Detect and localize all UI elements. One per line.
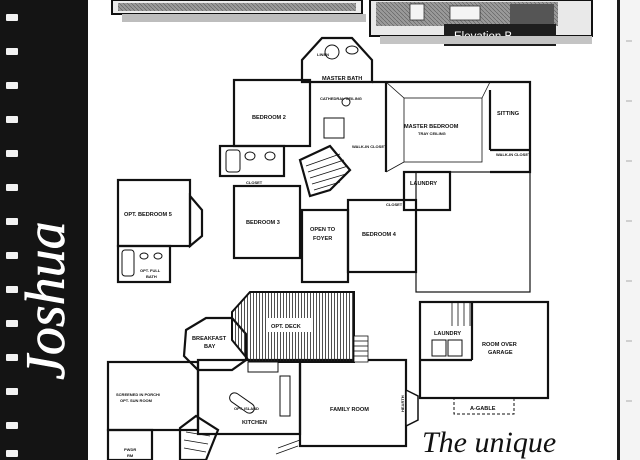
plan-name-script: Joshua: [15, 221, 78, 380]
label-laundry-garage: LAUNDRY: [434, 331, 461, 337]
binder-ring: [6, 450, 18, 457]
binder-ring: [6, 82, 18, 89]
label-laundry-upper: LAUNDRY: [410, 181, 437, 187]
label-master-bedroom: MASTER BEDROOM: [404, 124, 459, 130]
elevation-a-thumbnail: [111, 0, 366, 22]
label-garage: GARAGE: [488, 350, 513, 356]
bath-fixtures: [225, 44, 359, 173]
label-closet-a: CLOSET: [246, 180, 263, 185]
binder-ring: [6, 252, 18, 259]
label-a-gable: A-GABLE: [470, 406, 496, 412]
gable-outline: [453, 397, 515, 415]
binder-ring: [6, 422, 18, 429]
floor-plan-sheet: Elevation B: [106, 0, 593, 460]
label-opt-deck: OPT. DECK: [271, 324, 301, 330]
second-floor-walls: [218, 36, 532, 293]
binder-ring: [6, 388, 18, 395]
label-linen: LINEN: [317, 52, 329, 57]
label-bedroom-3: BEDROOM 3: [246, 220, 280, 226]
label-hearth: HEARTH: [400, 395, 405, 412]
kitchen-fixtures: [229, 361, 291, 417]
binder-ring: [6, 116, 18, 123]
deck-stairs: [353, 335, 369, 363]
lower-stair-treads: [183, 431, 301, 455]
binder-ring: [6, 150, 18, 157]
label-opt-bath: BATH: [146, 274, 157, 279]
binder-ring: [6, 48, 18, 55]
label-foyer: FOYER: [313, 236, 332, 242]
tagline: The unique: [422, 426, 556, 459]
stair-treads: [305, 153, 349, 191]
label-island: OPT. ISLAND: [234, 406, 259, 411]
label-bedroom-4: BEDROOM 4: [362, 232, 397, 238]
binder-ring: [6, 320, 18, 327]
label-family-room: FAMILY ROOM: [330, 407, 369, 413]
binder-ring: [6, 184, 18, 191]
label-breakfast: BREAKFAST: [192, 336, 227, 342]
label-pwdr: PWDR: [124, 447, 136, 452]
label-opt-full: OPT. FULL: [140, 268, 161, 273]
label-room-over: ROOM OVER: [482, 342, 517, 348]
label-screened-porch: SCREENED IN PORCH/: [116, 392, 161, 397]
binder-ring: [6, 286, 18, 293]
label-bedroom-2: BEDROOM 2: [252, 115, 286, 121]
label-sitting: SITTING: [497, 111, 519, 117]
fireplace: [405, 388, 419, 428]
garage-laundry-fixtures: [431, 339, 463, 357]
label-rm: RM: [127, 453, 134, 458]
label-master-bath-note: CATHEDRAL CEILING: [320, 96, 362, 101]
label-walkin-closet-right: WALK-IN CLOSET: [496, 152, 531, 157]
label-bay: BAY: [204, 344, 216, 350]
elevation-b-thumbnail: Elevation B: [369, 0, 593, 46]
label-opt-bedroom-5: OPT. BEDROOM 5: [124, 212, 172, 218]
binder-ring: [6, 354, 18, 361]
label-sun-room: OPT. SUN ROOM: [120, 398, 153, 403]
deck-label-backing: [268, 318, 312, 332]
label-closet-b: CLOSET: [386, 202, 403, 207]
binder-ring: [6, 14, 18, 21]
opt-bath-fixtures: [121, 249, 163, 277]
binder-ring: [6, 218, 18, 225]
label-master-bath: MASTER BATH: [322, 76, 362, 82]
label-open-to: OPEN TO: [310, 227, 336, 233]
page-edge: [617, 0, 640, 460]
binder-spine: Joshua: [0, 0, 88, 460]
label-walkin-closet-left: WALK-IN CLOSET: [352, 144, 387, 149]
room-labels: LINEN MASTER BATH CATHEDRAL CEILING BEDR…: [116, 52, 531, 458]
plan-name: Joshua: [15, 221, 77, 380]
garage-stair: [451, 302, 471, 326]
label-tray-ceiling: TRAY CEILING: [418, 131, 446, 136]
label-kitchen: KITCHEN: [242, 420, 267, 426]
opt-bedroom5-walls: [116, 178, 204, 284]
